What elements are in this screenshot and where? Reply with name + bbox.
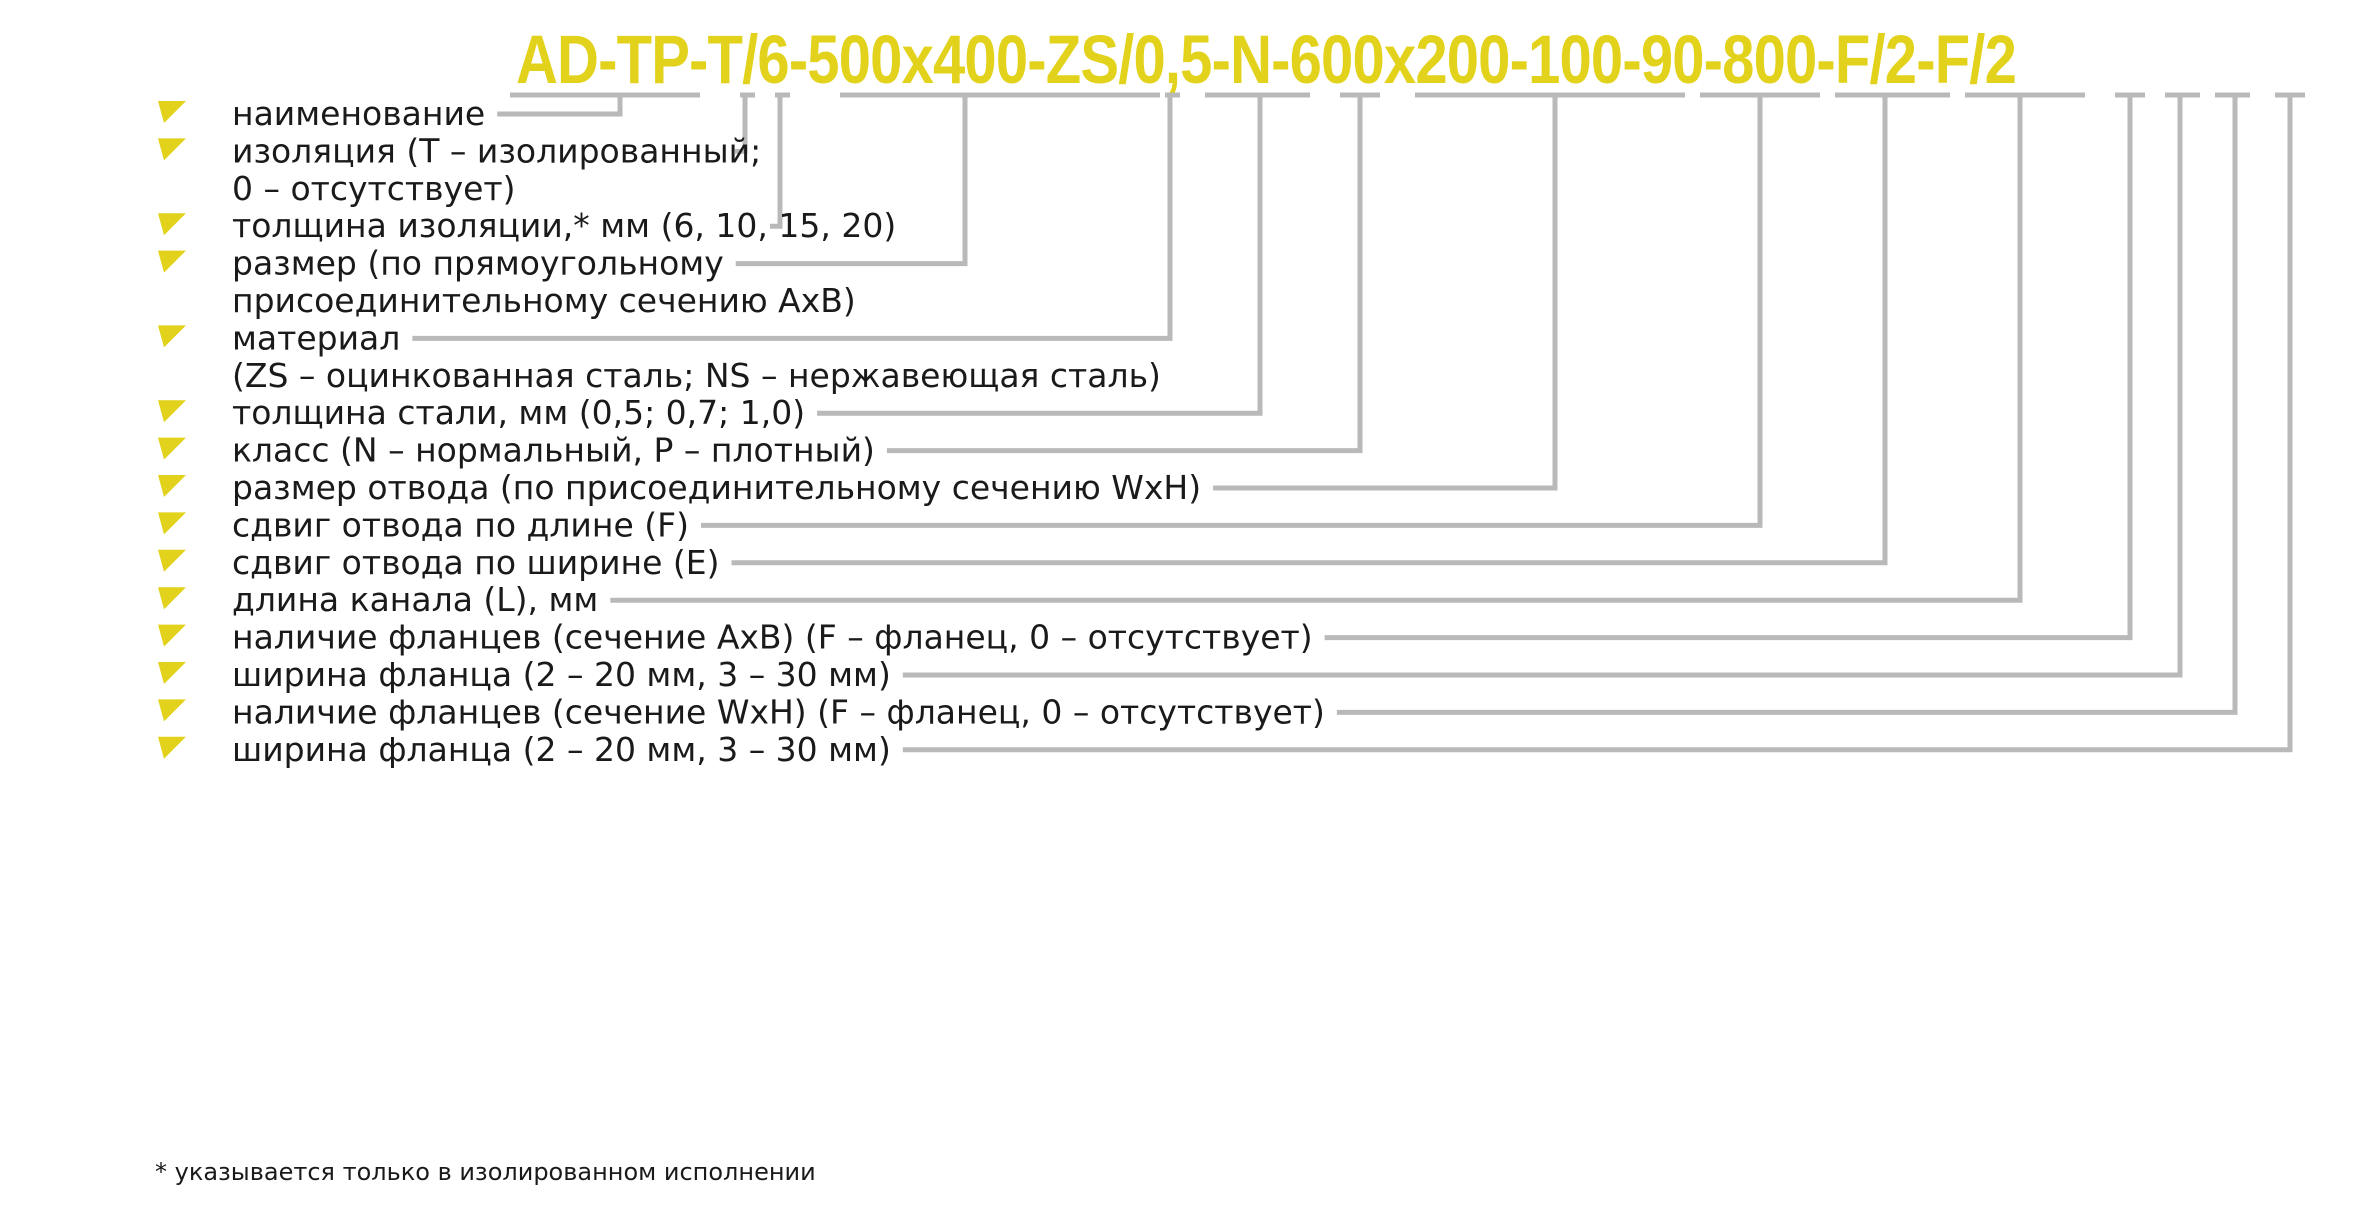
legend-item-flanges-wxh-line-1: наличие фланцев (сечение WxH) (F – флане… bbox=[232, 692, 1325, 731]
connector-size bbox=[735, 95, 968, 267]
yellow-triangle-bullet-icon bbox=[158, 138, 186, 161]
connector-steel-thickness bbox=[817, 95, 1263, 416]
connector-duct-length bbox=[610, 95, 2023, 603]
legend-item-branch-shift-length-line-1: сдвиг отвода по длине (F) bbox=[232, 505, 689, 544]
legend-item-flanges-axb-line-1: наличие фланцев (сечение AxB) (F – флане… bbox=[232, 618, 1313, 657]
legend-item-insulation-line-1: изоляция (T – изолированный; bbox=[232, 131, 761, 170]
yellow-triangle-bullet-icon bbox=[158, 475, 186, 497]
legend-item-material-line-1: материал bbox=[232, 318, 400, 357]
yellow-triangle-bullet-icon bbox=[158, 213, 186, 236]
connector-branch-size bbox=[1213, 95, 1558, 491]
connector-lines bbox=[412, 95, 2293, 753]
connector-insulation bbox=[735, 95, 748, 154]
yellow-triangle-bullet-icon bbox=[158, 736, 186, 759]
legend-item-branch-shift-width-line-1: сдвиг отвода по ширине (E) bbox=[232, 543, 720, 582]
connector-insulation-thickness bbox=[770, 95, 783, 229]
legend-item-duct-length-line-1: длина канала (L), мм bbox=[232, 580, 598, 619]
connector-branch-shift-width bbox=[731, 95, 1888, 566]
bullet-list bbox=[158, 101, 186, 759]
yellow-triangle-bullet-icon bbox=[158, 624, 186, 647]
yellow-triangle-bullet-icon bbox=[158, 325, 186, 348]
connector-branch-shift-length bbox=[700, 95, 1763, 528]
connector-flange-width-1 bbox=[902, 95, 2183, 678]
yellow-triangle-bullet-icon bbox=[158, 549, 186, 572]
connector-flange-width-2 bbox=[902, 95, 2293, 753]
yellow-triangle-bullet-icon bbox=[158, 512, 186, 535]
yellow-triangle-bullet-icon bbox=[158, 400, 186, 423]
connector-name bbox=[497, 95, 623, 117]
connector-flanges-axb bbox=[1324, 95, 2133, 641]
legend-item-insulation-line-2: 0 – отсутствует) bbox=[232, 169, 516, 208]
yellow-triangle-bullet-icon bbox=[158, 662, 186, 684]
legend-item-flange-width-2-line-1: ширина фланца (2 – 20 мм, 3 – 30 мм) bbox=[232, 730, 891, 769]
connector-flanges-wxh bbox=[1336, 95, 2238, 715]
footnote: * указывается только в изолированном исп… bbox=[155, 1158, 816, 1186]
yellow-triangle-bullet-icon bbox=[158, 587, 186, 610]
product-code: AD-TP-T/6-500x400-ZS/0,5-N-600x200-100-9… bbox=[516, 21, 2016, 98]
yellow-triangle-bullet-icon bbox=[158, 101, 186, 123]
legend-item-material-line-2: (ZS – оцинкованная сталь; NS – нержавеющ… bbox=[232, 356, 1161, 395]
legend-item-class-line-1: класс (N – нормальный, P – плотный) bbox=[232, 431, 875, 470]
yellow-triangle-bullet-icon bbox=[158, 699, 186, 722]
connector-material bbox=[412, 95, 1173, 341]
legend-item-branch-size-line-1: размер отвода (по присоединительному сеч… bbox=[232, 468, 1201, 507]
legend-item-name-line-1: наименование bbox=[232, 94, 485, 133]
connector-class bbox=[886, 95, 1363, 454]
yellow-triangle-bullet-icon bbox=[158, 250, 186, 273]
legend-item-flange-width-1-line-1: ширина фланца (2 – 20 мм, 3 – 30 мм) bbox=[232, 655, 891, 694]
legend-item-size-line-1: размер (по прямоугольному bbox=[232, 244, 724, 283]
legend-item-insulation-thickness-line-1: толщина изоляции,* мм (6, 10, 15, 20) bbox=[232, 206, 896, 245]
yellow-triangle-bullet-icon bbox=[158, 437, 186, 460]
legend-item-size-line-2: присоединительному сечению AxB) bbox=[232, 281, 856, 320]
legend-item-steel-thickness-line-1: толщина стали, мм (0,5; 0,7; 1,0) bbox=[232, 393, 805, 432]
